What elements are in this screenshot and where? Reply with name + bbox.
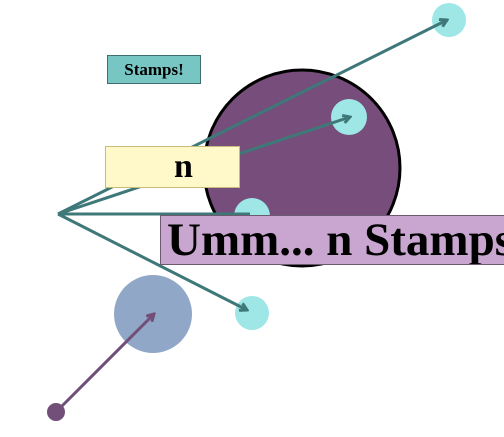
teal-node-top: [432, 3, 466, 37]
teal-node-right-lower: [235, 296, 269, 330]
teal-arrow-to-lower: [57, 212, 247, 310]
stamps-label: Stamps!: [107, 55, 201, 84]
purple-arrow: [54, 314, 154, 414]
big-label-box: Umm... n Stamps: [160, 215, 504, 265]
mid-label-box: n: [105, 146, 240, 188]
